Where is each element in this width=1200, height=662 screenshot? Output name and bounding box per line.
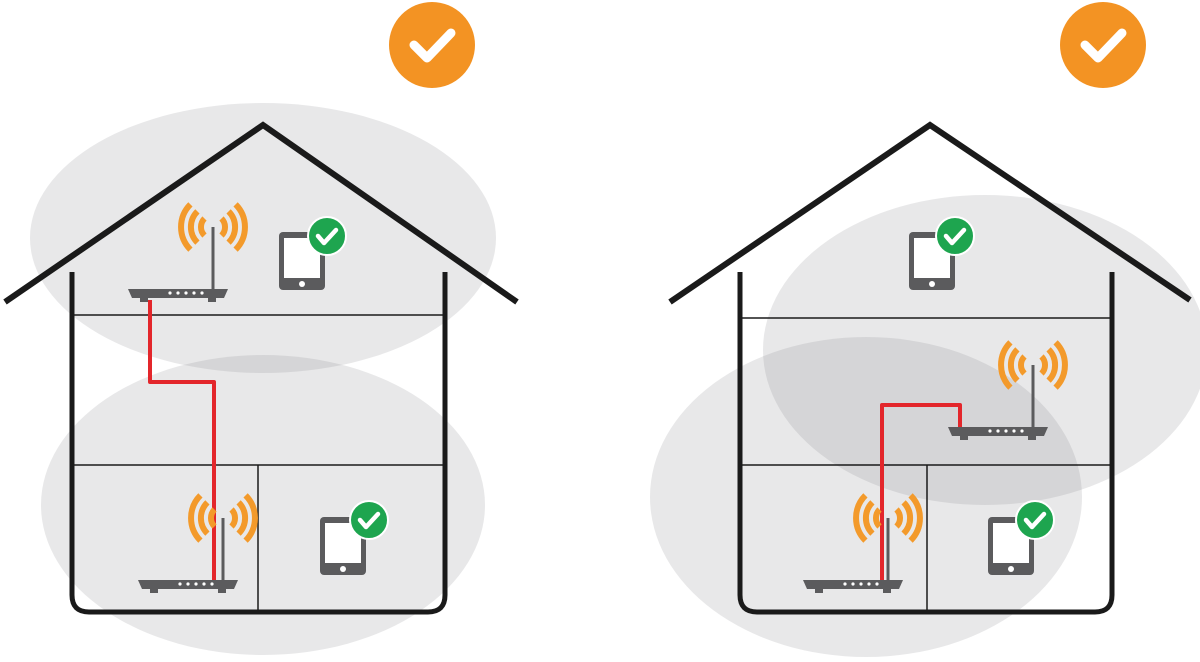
floor-dividers — [72, 314, 445, 612]
house-roof — [668, 121, 1192, 305]
house-roof — [3, 121, 519, 305]
green-check-icon — [1016, 501, 1054, 539]
orange-check-badge-icon — [389, 2, 475, 88]
right-panel — [650, 2, 1200, 657]
green-check-icon — [936, 217, 974, 255]
ethernet-cable — [880, 403, 962, 582]
coverage-zone-upstairs — [30, 103, 496, 373]
house-walls — [737, 272, 1115, 615]
orange-check-badge-icon — [1060, 2, 1146, 88]
coverage-zone-upper — [763, 195, 1200, 505]
green-check-icon — [308, 217, 346, 255]
floor-dividers — [740, 317, 1112, 612]
green-check-icon — [350, 501, 388, 539]
left-panel — [3, 2, 519, 655]
ethernet-cable — [148, 300, 216, 580]
